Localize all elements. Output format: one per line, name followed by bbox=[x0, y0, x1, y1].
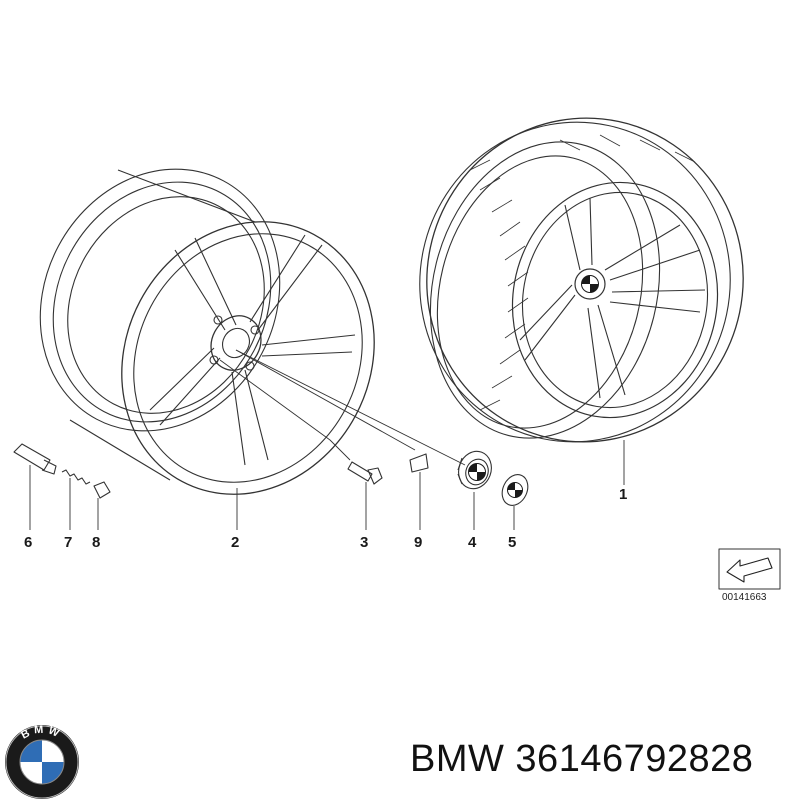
footer-part-number: BMW 36146792828 bbox=[410, 738, 754, 780]
callout-3: 3 bbox=[360, 534, 369, 551]
callout-8: 8 bbox=[92, 534, 101, 551]
callout-2: 2 bbox=[231, 534, 240, 551]
wheel-center-badge-icon bbox=[581, 275, 599, 293]
callout-1: 1 bbox=[619, 486, 628, 503]
emblem-drawing bbox=[501, 474, 529, 506]
wheel-bolt-drawing bbox=[347, 461, 383, 485]
valve-cap-drawing bbox=[93, 481, 111, 499]
valve-insert-drawing bbox=[61, 469, 91, 485]
reference-code: 00141663 bbox=[722, 592, 767, 603]
callout-6: 6 bbox=[24, 534, 33, 551]
callout-5: 5 bbox=[508, 534, 517, 551]
leader-lines bbox=[29, 440, 625, 530]
wheel-with-tyre-drawing bbox=[419, 117, 744, 443]
rim-drawing bbox=[39, 168, 375, 495]
bmw-logo-icon: BMW bbox=[5, 724, 79, 799]
label-plate-drawing bbox=[409, 453, 429, 473]
valve-drawing bbox=[13, 443, 57, 475]
reference-box bbox=[718, 548, 781, 590]
explosion-lines bbox=[219, 349, 466, 466]
callout-4: 4 bbox=[468, 534, 477, 551]
hub-cap-drawing bbox=[457, 450, 492, 490]
callout-7: 7 bbox=[64, 534, 73, 551]
callout-9: 9 bbox=[414, 534, 423, 551]
emblem-badge-icon bbox=[507, 482, 523, 498]
hub-cap-badge-icon bbox=[468, 463, 486, 481]
